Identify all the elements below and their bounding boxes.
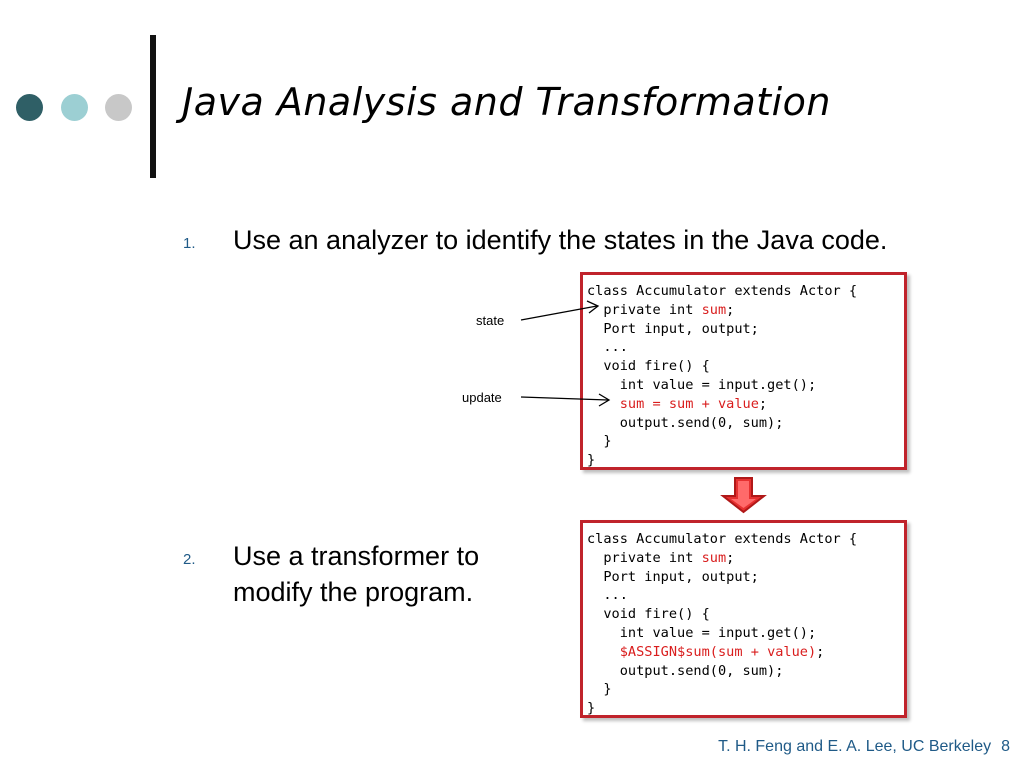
code-line: Port input, output;	[587, 568, 759, 585]
decorative-dot-gray-icon	[105, 94, 132, 121]
code-block-transformed: class Accumulator extends Actor { privat…	[580, 520, 907, 718]
state-variable-highlight: sum	[701, 549, 727, 566]
list-item-analyzer: Use an analyzer to identify the states i…	[233, 225, 888, 255]
down-arrow-icon	[720, 477, 767, 514]
code-punct: ;	[726, 549, 735, 566]
code-line: private int	[587, 549, 702, 566]
state-variable-highlight: sum	[701, 301, 727, 318]
code-listing-transformed: class Accumulator extends Actor { privat…	[583, 523, 904, 718]
code-line: output.send(0, sum);	[587, 414, 784, 431]
code-line: }	[587, 452, 596, 469]
footer-credit: T. H. Feng and E. A. Lee, UC Berkeley	[718, 738, 992, 755]
slide-title: Java Analysis and Transformation	[182, 80, 831, 124]
code-line: ...	[587, 339, 628, 356]
code-line: }	[587, 433, 612, 450]
code-block-original: class Accumulator extends Actor { privat…	[580, 272, 907, 470]
update-label: update	[462, 390, 502, 405]
code-line: int value = input.get();	[587, 624, 817, 641]
code-punct: ;	[758, 395, 768, 412]
code-line: void fire() {	[587, 358, 710, 375]
code-listing-original: class Accumulator extends Actor { privat…	[583, 275, 904, 470]
state-label: state	[476, 313, 505, 328]
decorative-dot-dark-icon	[16, 94, 43, 121]
code-line: Port input, output;	[587, 320, 759, 337]
update-statement-highlight: sum = sum + value	[619, 395, 759, 412]
code-indent	[587, 644, 620, 660]
decorative-dot-light-icon	[61, 94, 88, 121]
code-line: ...	[587, 587, 628, 604]
code-line: int value = input.get();	[587, 376, 817, 393]
title-divider	[150, 35, 156, 178]
code-line: void fire() {	[587, 606, 710, 623]
code-line: class Accumulator extends Actor {	[587, 531, 858, 547]
assign-call-highlight: $ASSIGN$sum(sum + value)	[619, 643, 817, 660]
code-line: class Accumulator extends Actor {	[587, 283, 858, 299]
page-number: 8	[1001, 738, 1010, 755]
code-line: }	[587, 700, 596, 717]
code-indent	[587, 396, 620, 412]
list-number-1: 1.	[183, 235, 196, 252]
code-line: }	[587, 681, 612, 698]
list-number-2: 2.	[183, 551, 196, 568]
slide-footer: T. H. Feng and E. A. Lee, UC Berkeley 8	[718, 738, 1010, 756]
code-punct: ;	[726, 301, 735, 318]
code-line: private int	[587, 301, 702, 318]
code-punct: ;	[816, 643, 825, 660]
list-item-transformer: Use a transformer to modify the program.	[233, 541, 480, 607]
code-line: output.send(0, sum);	[587, 662, 784, 679]
